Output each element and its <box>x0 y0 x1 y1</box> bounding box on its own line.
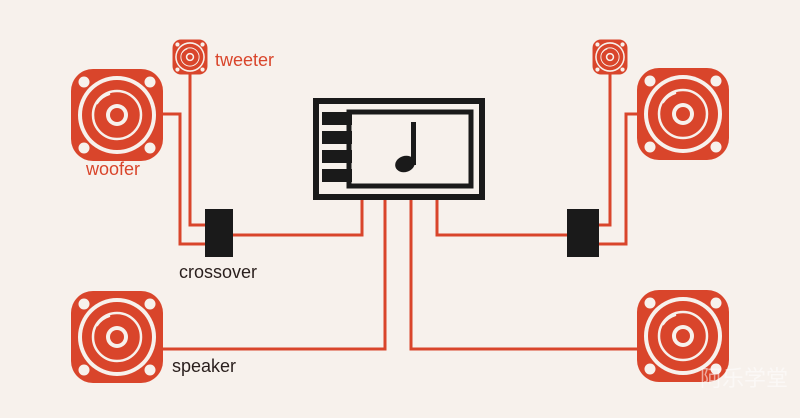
wire-right-woofer-crossover <box>599 112 642 246</box>
wire-right-speaker-headunit <box>409 197 642 351</box>
left-speaker-icon <box>69 289 165 385</box>
left-crossover <box>205 209 233 257</box>
right-crossover <box>567 209 599 257</box>
right-woofer-icon <box>635 66 731 162</box>
head-unit-buttons <box>322 112 352 182</box>
wire-left-tweeter-crossover <box>188 74 205 227</box>
watermark: 阿乐学堂 <box>700 367 788 392</box>
wire-left-crossover-headunit <box>233 197 364 237</box>
speaker-label: speaker <box>172 356 236 376</box>
wire-right-tweeter-crossover <box>599 74 612 227</box>
wires <box>162 74 642 351</box>
right-tweeter-icon <box>592 39 628 75</box>
head-unit <box>313 98 485 200</box>
wire-right-crossover-headunit <box>435 197 567 237</box>
woofer-label: woofer <box>85 159 140 179</box>
wire-left-woofer-crossover <box>162 112 205 246</box>
music-note-icon <box>395 122 416 173</box>
left-tweeter-icon <box>172 39 208 75</box>
wire-left-speaker-headunit <box>162 197 387 351</box>
crossover-label: crossover <box>179 262 257 282</box>
tweeter-label: tweeter <box>215 50 274 70</box>
left-woofer-icon <box>69 67 165 163</box>
